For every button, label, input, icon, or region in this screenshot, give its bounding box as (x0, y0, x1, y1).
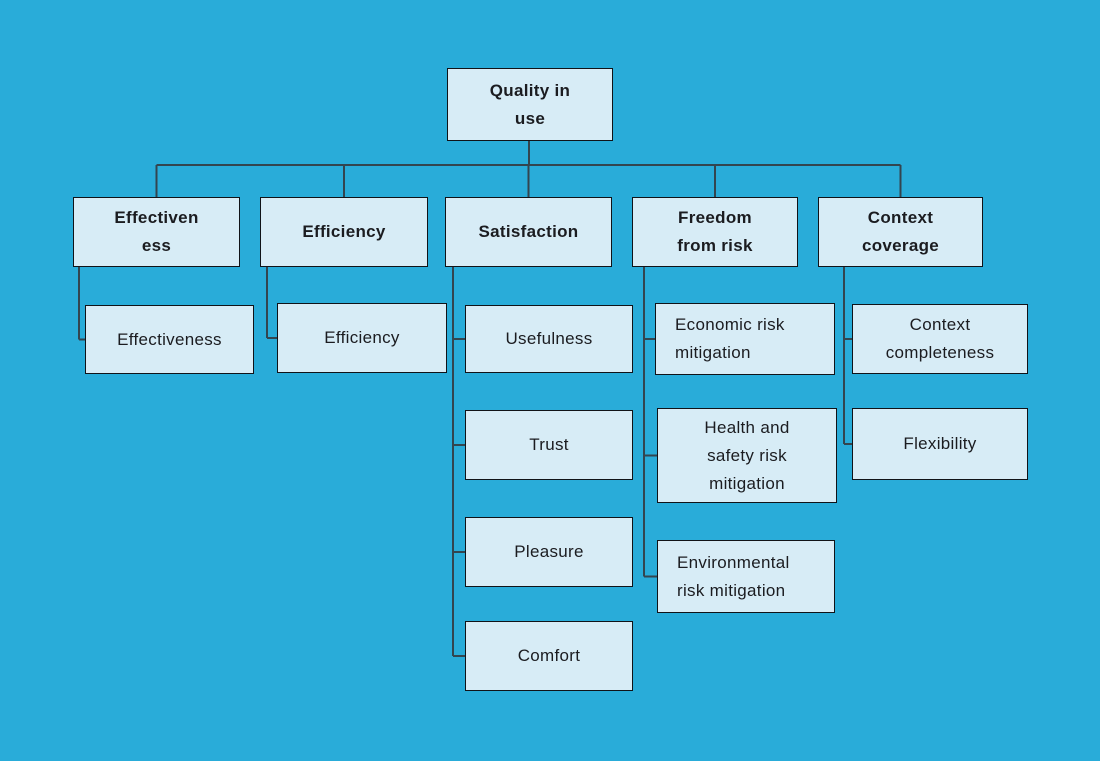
node-effectiveness[interactable]: Effectiven ess (73, 197, 240, 267)
node-context-coverage[interactable]: Context coverage (818, 197, 983, 267)
node-label-line: Satisfaction (478, 222, 579, 241)
node-label-line: mitigation (709, 473, 785, 493)
node-flexibility[interactable]: Flexibility (852, 408, 1028, 480)
node-label-line: Usefulness (505, 329, 593, 348)
node-environmental-risk-mitigation[interactable]: Environmental risk mitigation (657, 540, 835, 613)
node-label-line: Context (909, 315, 971, 334)
node-health-safety-risk-mitigation[interactable]: Health and safety risk mitigation (657, 408, 837, 503)
node-label-line: from risk (677, 236, 753, 255)
node-label-line: Trust (529, 435, 569, 454)
node-label-line: Efficiency (324, 328, 400, 347)
node-label-line: Effectiven (114, 208, 199, 227)
node-label-line: Context (867, 208, 934, 227)
node-sub-efficiency[interactable]: Efficiency (277, 303, 447, 373)
node-label-line: Comfort (517, 646, 581, 665)
node-label-line: Flexibility (903, 434, 977, 453)
node-label-line: Pleasure (514, 542, 584, 561)
node-label-line: mitigation (675, 343, 751, 362)
node-sub-effectiveness[interactable]: Effectiveness (85, 305, 254, 374)
node-freedom-from-risk[interactable]: Freedom from risk (632, 197, 798, 267)
node-label-line: ess (141, 236, 172, 255)
node-satisfaction[interactable]: Satisfaction (445, 197, 612, 267)
node-usefulness[interactable]: Usefulness (465, 305, 633, 373)
node-label-line: Health and (704, 417, 790, 437)
node-label-line: Economic risk (675, 315, 785, 334)
node-label-line: coverage (861, 236, 940, 255)
node-context-completeness[interactable]: Context completeness (852, 304, 1028, 374)
node-efficiency[interactable]: Efficiency (260, 197, 428, 267)
node-label-line: Efficiency (302, 222, 386, 241)
node-label-line: Environmental (677, 552, 790, 572)
node-trust[interactable]: Trust (465, 410, 633, 480)
node-label-line: Effectiveness (117, 329, 222, 349)
node-comfort[interactable]: Comfort (465, 621, 633, 691)
node-label-line: Freedom (678, 208, 752, 227)
node-pleasure[interactable]: Pleasure (465, 517, 633, 587)
node-label-line: risk mitigation (677, 580, 786, 600)
node-label-line: Quality in (489, 80, 571, 100)
node-economic-risk-mitigation[interactable]: Economic risk mitigation (655, 303, 835, 375)
node-label-line: completeness (885, 343, 995, 362)
node-label-line: safety risk (707, 445, 787, 465)
node-quality-in-use[interactable]: Quality in use (447, 68, 613, 141)
node-label-line: use (514, 108, 546, 128)
